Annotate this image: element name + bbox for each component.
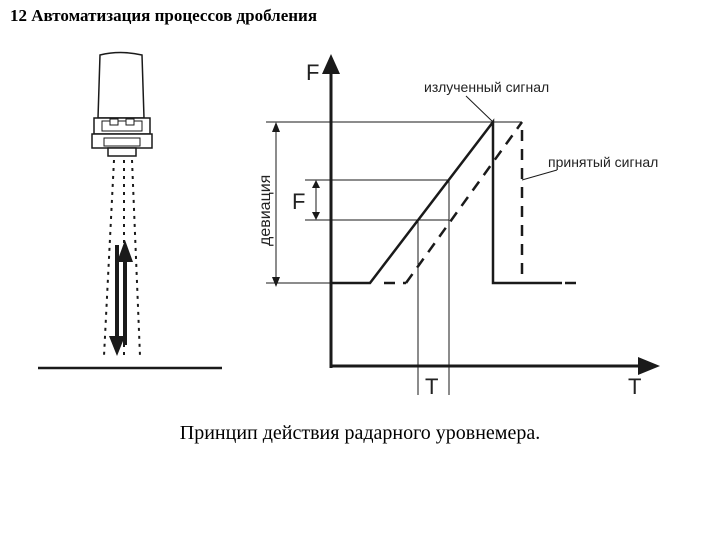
wave-arrows <box>109 240 133 356</box>
delta-f-dimension <box>312 180 320 220</box>
received-signal-line <box>384 121 582 285</box>
received-signal-label: принятый сигнал <box>548 154 658 170</box>
reference-lines <box>266 121 522 395</box>
delta-f-label: F <box>292 189 305 214</box>
slide-caption: Принцип действия радарного уровнемера. <box>179 422 541 444</box>
chart-axes <box>322 54 660 375</box>
radar-gauge-device <box>91 51 153 157</box>
axis-x-label: T <box>628 374 641 399</box>
deviation-label: девиация <box>257 175 274 246</box>
emitted-signal-label: излученный сигнал <box>424 79 549 95</box>
emitted-signal-line <box>331 118 562 285</box>
axis-y-label: F <box>306 60 319 85</box>
delta-t-label: T <box>425 374 438 399</box>
callout-leaders <box>465 95 558 181</box>
slide-title: 12 Автоматизация процессов дробления <box>10 6 318 25</box>
deviation-dimension <box>272 122 280 287</box>
